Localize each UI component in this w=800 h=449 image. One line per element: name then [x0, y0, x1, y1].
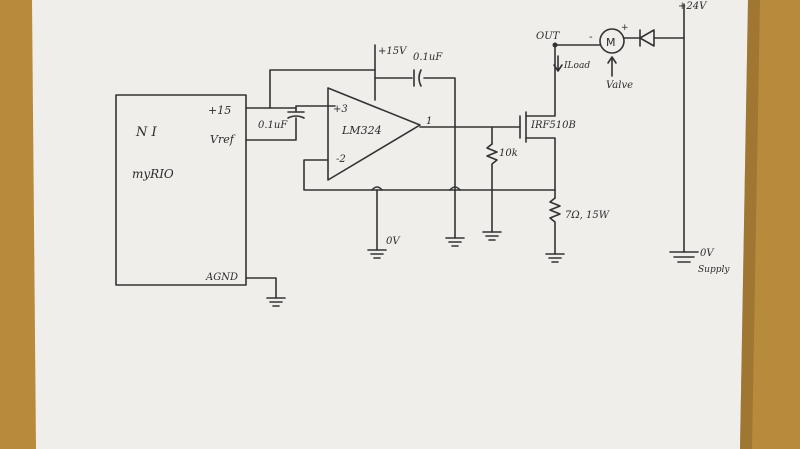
wire-vref: [245, 105, 336, 141]
opamp-label: LM324: [341, 124, 382, 137]
ni-label: N I: [135, 125, 158, 140]
gnd-supply: [669, 251, 699, 263]
gnd-10k: [482, 231, 502, 241]
pin3-label: +3: [333, 104, 348, 115]
mosfet-drain: [525, 44, 556, 117]
resistor-7ohm: [549, 197, 561, 255]
wire-agnd: [245, 277, 277, 299]
iload-arrow: [553, 55, 563, 72]
myrio-label: myRIO: [132, 167, 174, 181]
cap1-label: 0.1uF: [258, 120, 288, 131]
supply-0v-label: 0V: [700, 248, 715, 259]
wire-hop-1: [371, 186, 383, 191]
agnd-label: AGND: [205, 272, 238, 283]
gnd-agnd: [266, 297, 286, 307]
r7-label: 7Ω, 15W: [565, 210, 610, 221]
vref-label: Vref: [210, 133, 236, 146]
wire-feedback: [303, 159, 556, 191]
gnd-opamp: [367, 249, 387, 259]
paper-sheet: [32, 0, 748, 449]
plus24v-label: +24V: [678, 1, 708, 12]
out-label: OUT: [536, 31, 561, 42]
wire-15v-rail: [245, 69, 376, 109]
pin2-label: -2: [336, 154, 346, 165]
iload-label: ILoad: [563, 61, 590, 71]
motor-label: M: [606, 36, 616, 49]
cap2-label: 0.1uF: [413, 52, 443, 63]
gnd-cap2: [445, 237, 465, 247]
mosfet-source: [525, 137, 556, 199]
valve-label: Valve: [606, 80, 633, 91]
opamp-symbol: [327, 87, 421, 181]
pin15-label: +15: [208, 104, 231, 117]
motor-minus-label: -: [589, 32, 593, 43]
myrio-block: [115, 94, 247, 286]
gnd-7ohm: [545, 253, 565, 263]
pin1-label: 1: [426, 116, 432, 127]
supply-label: Supply: [698, 265, 730, 275]
mosfet-label: IRF510B: [530, 120, 576, 131]
motor-plus-label: +: [621, 23, 629, 33]
cap2-symbol: [413, 69, 422, 87]
r10k-label: 10k: [499, 148, 518, 159]
motor-symbol: [599, 28, 625, 54]
zero-v-label: 0V: [386, 236, 401, 247]
wire-cap2: [374, 77, 456, 239]
wire-hop-2: [449, 186, 461, 191]
paper-shadow: [740, 0, 760, 449]
resistor-10k: [486, 143, 498, 233]
plus15v-label: +15V: [378, 46, 408, 57]
valve-arrow: [607, 56, 617, 77]
